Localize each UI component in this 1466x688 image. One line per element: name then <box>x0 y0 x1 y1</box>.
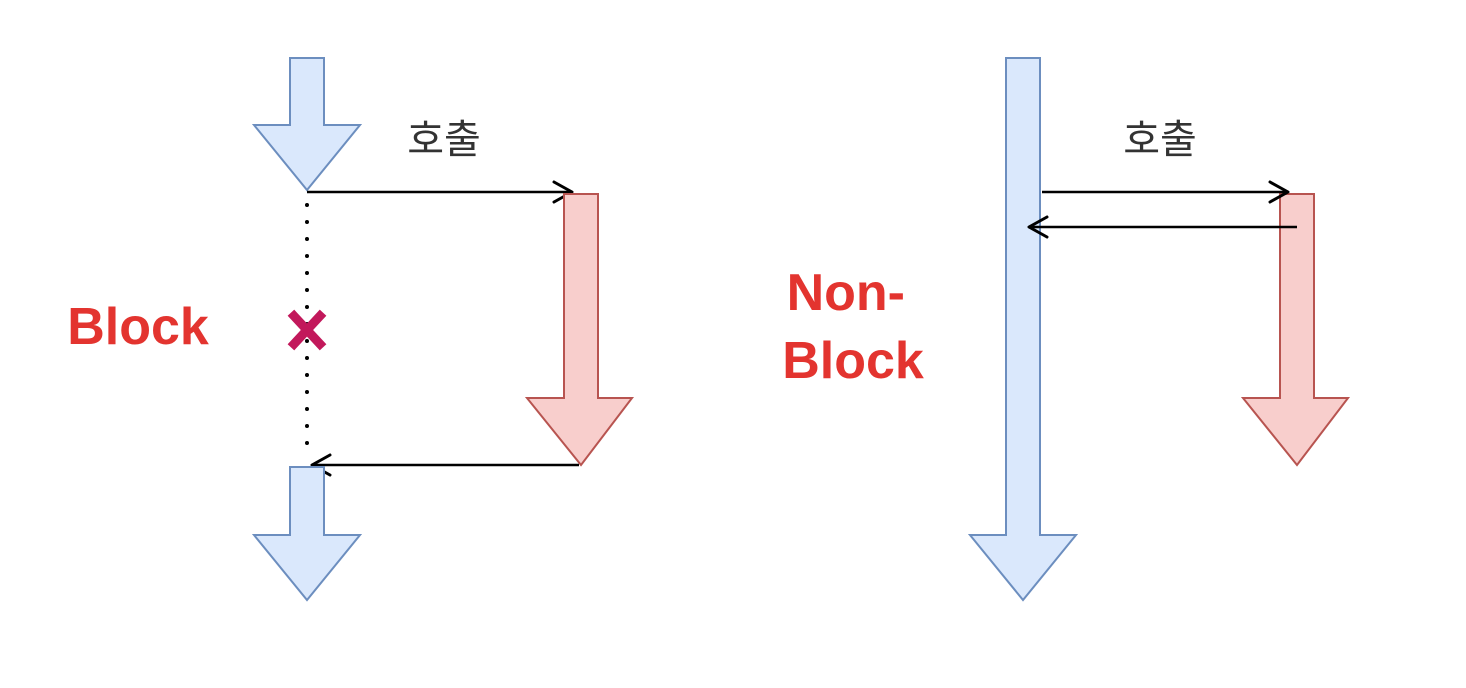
block-call-label: 호출 <box>407 117 481 163</box>
callee-flow <box>524 193 635 467</box>
block-panel: 호출 Block <box>67 57 635 602</box>
nonblock-mode-label-line2: Block <box>782 332 924 390</box>
nonblock-return-arrow <box>1027 215 1297 239</box>
block-call-arrow <box>307 180 574 204</box>
block-return-arrow <box>310 453 579 477</box>
caller-flow-continuous <box>967 57 1079 602</box>
nonblock-mode-label-line1: Non- <box>787 264 905 322</box>
nonblock-callee-flow <box>1240 193 1351 467</box>
caller-flow-after-return <box>251 466 363 602</box>
nonblock-call-arrow <box>1042 180 1290 204</box>
caller-flow-before-call <box>251 57 363 192</box>
blocked-x-marker <box>287 309 327 351</box>
nonblock-call-label: 호출 <box>1123 117 1197 163</box>
block-mode-label: Block <box>67 298 209 356</box>
nonblock-panel: 호출 Non- Block <box>782 57 1351 602</box>
nonblock-mode-label: Non- Block <box>782 264 924 390</box>
